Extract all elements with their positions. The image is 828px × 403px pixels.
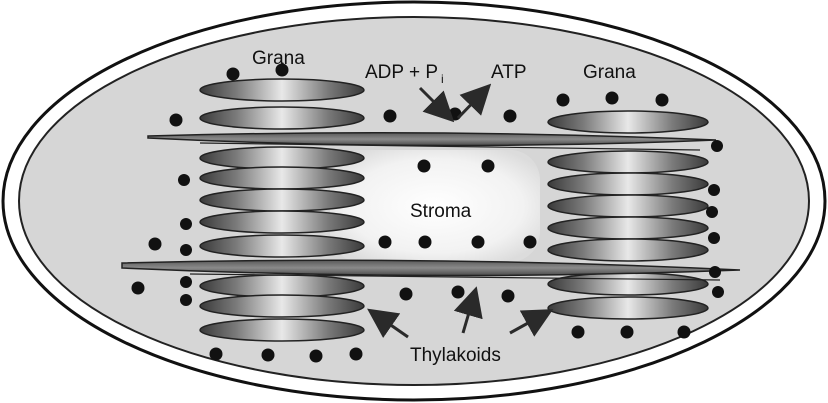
atp-synthase-particle [350, 348, 363, 361]
atp-synthase-particle [606, 92, 619, 105]
atp-synthase-particle [712, 286, 724, 298]
atp-synthase-particle [180, 276, 192, 288]
thylakoid-disc [548, 217, 708, 239]
thylakoid-disc [548, 239, 708, 261]
atp-synthase-particle [210, 348, 223, 361]
thylakoid-disc [200, 295, 364, 317]
atp-synthase-particle [310, 350, 323, 363]
atp-synthase-particle [708, 184, 720, 196]
atp-synthase-particle [557, 94, 570, 107]
thylakoid-disc [200, 147, 364, 169]
thylakoid-disc [200, 79, 364, 101]
thylakoid-disc [548, 273, 708, 295]
atp-synthase-particle [227, 68, 240, 81]
atp-synthase-particle [709, 266, 721, 278]
atp-synthase-particle [178, 174, 190, 186]
thylakoids-label: Thylakoids [410, 345, 501, 366]
atp-synthase-particle [452, 286, 465, 299]
atp-synthase-particle [678, 326, 691, 339]
thylakoid-disc [548, 151, 708, 173]
atp-synthase-particle [502, 290, 515, 303]
atp-synthase-particle [656, 94, 669, 107]
atp-label: ATP [491, 62, 527, 83]
atp-synthase-particle [170, 114, 183, 127]
thylakoid-disc [200, 167, 364, 189]
atp-synthase-particle [384, 110, 397, 123]
thylakoid-disc [200, 211, 364, 233]
atp-synthase-particle [482, 160, 495, 173]
atp-synthase-particle [708, 232, 720, 244]
grana-label-left: Grana [252, 48, 305, 69]
stroma-label: Stroma [410, 201, 472, 222]
atp-synthase-particle [711, 140, 723, 152]
thylakoid-disc [548, 111, 708, 133]
atp-synthase-particle [180, 244, 192, 256]
atp-synthase-particle [621, 326, 634, 339]
atp-synthase-particle [180, 218, 192, 230]
atp-synthase-particle [524, 236, 537, 249]
grana-label-right: Grana [583, 62, 636, 83]
thylakoid-disc [200, 275, 364, 297]
atp-synthase-particle [472, 236, 485, 249]
atp-synthase-particle [379, 236, 392, 249]
atp-synthase-particle [419, 236, 432, 249]
thylakoid-disc [548, 173, 708, 195]
thylakoid-disc [200, 107, 364, 129]
thylakoid-disc [200, 189, 364, 211]
atp-synthase-particle [400, 288, 413, 301]
thylakoid-disc [200, 319, 364, 341]
atp-synthase-particle [262, 349, 275, 362]
atp-synthase-particle [418, 160, 431, 173]
thylakoid-disc [200, 235, 364, 257]
atp-synthase-particle [149, 238, 162, 251]
thylakoid-disc [548, 195, 708, 217]
adp-label: ADP + P [365, 62, 438, 83]
atp-synthase-particle [132, 282, 145, 295]
atp-synthase-particle [572, 326, 585, 339]
atp-synthase-particle [706, 206, 718, 218]
adp-subscript: i [441, 72, 444, 86]
atp-synthase-particle [504, 110, 517, 123]
atp-synthase-particle [180, 294, 192, 306]
thylakoid-disc [548, 297, 708, 319]
